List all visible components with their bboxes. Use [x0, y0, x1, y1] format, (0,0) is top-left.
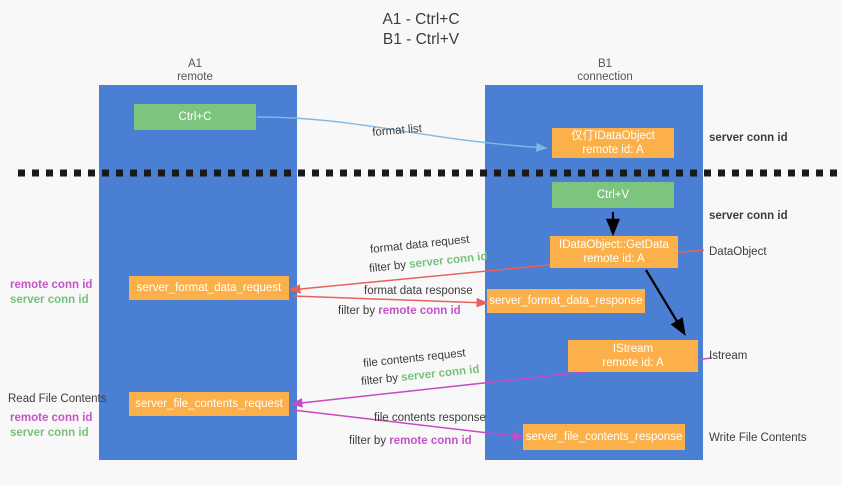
left-server-conn-id-1-text: server conn id — [10, 294, 89, 306]
node-idataobject[interactable]: 仅仃IDataObject remote id: A — [552, 128, 674, 158]
node-server-format-data-request-label: server_format_data_request — [136, 282, 282, 294]
node-idataobject-getdata[interactable]: IDataObject::GetData remote id: A — [550, 236, 678, 268]
remote-conn-id-text-2: remote conn id — [389, 435, 472, 447]
file-contents-response-text: file contents response — [374, 412, 486, 424]
node-ctrl-v-label: Ctrl+V — [596, 189, 630, 201]
filter-by-text-2: filter by — [338, 305, 376, 317]
lane-a1-sub: remote — [177, 71, 213, 83]
title-line-2: B1 - Ctrl+V — [382, 31, 460, 48]
right-label-server-conn-id-mid: server conn id — [709, 209, 788, 224]
node-server-format-data-request[interactable]: server_format_data_request — [129, 276, 289, 300]
filter-by-text-3: filter by — [360, 372, 399, 389]
node-server-file-contents-request-label: server_file_contents_request — [135, 398, 283, 410]
left-remote-conn-id-1-text: remote conn id — [10, 279, 93, 291]
lane-b1-sub: connection — [577, 71, 633, 83]
node-idataobject-line1: 仅仃IDataObject — [571, 130, 655, 142]
diagram-title: A1 - Ctrl+C B1 - Ctrl+V — [0, 10, 842, 50]
format-list-text: format list — [371, 122, 423, 140]
node-istream[interactable]: IStream remote id: A — [568, 340, 698, 372]
node-getdata-line2: remote id: A — [583, 253, 645, 265]
node-ctrl-v[interactable]: Ctrl+V — [552, 182, 674, 208]
node-getdata-line1: IDataObject::GetData — [559, 239, 669, 251]
left-server-conn-id-2-text: server conn id — [10, 427, 89, 439]
filter-by-text-1: filter by — [368, 259, 407, 276]
right-label-server-conn-id-top: server conn id — [709, 131, 788, 146]
right-label-istream: Istream — [709, 349, 747, 364]
edge-label-file-contents-response: file contents response — [374, 411, 486, 426]
right-server-conn-id-top-text: server conn id — [709, 132, 788, 144]
title-line-1: A1 - Ctrl+C — [382, 11, 460, 28]
node-idataobject-line2: remote id: A — [582, 144, 644, 156]
right-dataobject-text: DataObject — [709, 246, 767, 258]
edge-label-file-contents-response-filter: filter by remote conn id — [349, 434, 472, 449]
filter-by-text-4: filter by — [349, 435, 387, 447]
right-label-write-file-contents: Write File Contents — [709, 431, 807, 446]
node-server-file-contents-response-label: server_file_contents_response — [525, 431, 683, 443]
lane-header-a1: A1 remote — [140, 58, 250, 84]
right-server-conn-id-mid-text: server conn id — [709, 210, 788, 222]
lane-b1-name: B1 — [597, 58, 613, 70]
left-label-conn-ids-1: remote conn id server conn id — [10, 278, 92, 308]
format-data-response-text: format data response — [364, 285, 473, 297]
lane-header-b1: B1 connection — [545, 58, 665, 84]
right-write-file-contents-text: Write File Contents — [709, 432, 807, 444]
left-remote-conn-id-2-text: remote conn id — [10, 412, 93, 424]
remote-conn-id-text-1: remote conn id — [378, 305, 461, 317]
server-conn-id-text-1: server conn id — [408, 250, 489, 271]
node-server-format-data-response[interactable]: server_format_data_response — [487, 289, 645, 313]
node-istream-line2: remote id: A — [602, 357, 664, 369]
edge-label-format-data-response: format data response — [364, 284, 473, 299]
edge-label-format-data-response-filter: filter by remote conn id — [338, 304, 461, 319]
node-server-format-data-response-label: server_format_data_response — [489, 295, 643, 307]
node-server-file-contents-response[interactable]: server_file_contents_response — [523, 424, 685, 450]
node-ctrl-c[interactable]: Ctrl+C — [134, 104, 256, 130]
right-istream-text: Istream — [709, 350, 748, 362]
edge-label-format-list: format list — [372, 122, 423, 141]
node-server-file-contents-request[interactable]: server_file_contents_request — [129, 392, 289, 416]
left-label-conn-ids-2: remote conn id server conn id — [10, 411, 92, 441]
node-istream-line1: IStream — [612, 343, 654, 355]
left-read-file-contents-text: Read File Contents — [8, 393, 107, 405]
lane-a1-name: A1 — [187, 58, 203, 70]
node-ctrl-c-label: Ctrl+C — [178, 111, 212, 123]
left-label-read-file-contents: Read File Contents — [8, 392, 106, 407]
right-label-dataobject: DataObject — [709, 245, 767, 260]
